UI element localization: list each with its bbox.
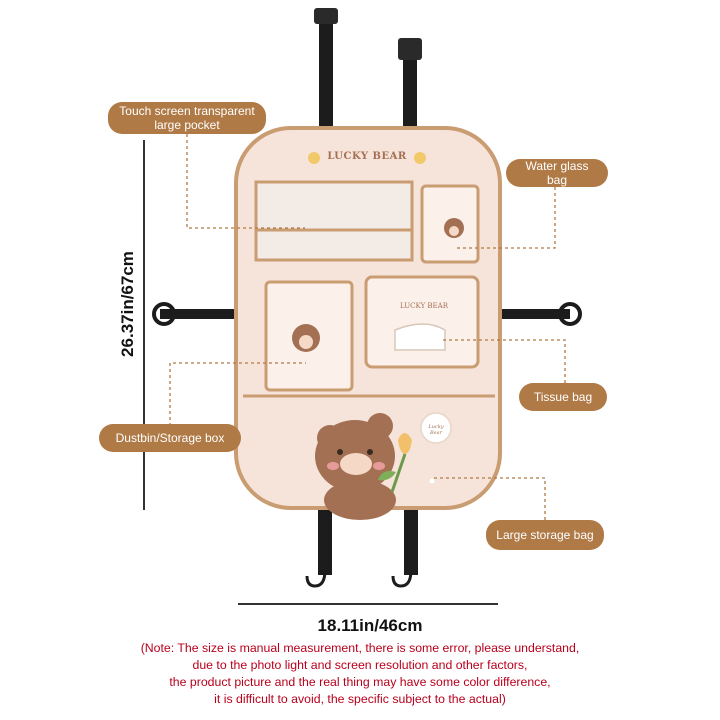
top-left-buckle — [314, 8, 338, 24]
top-right-strap — [403, 40, 417, 130]
tissue-leader — [441, 339, 566, 383]
bottom-right-strap — [404, 495, 418, 575]
tissue-label: Tissue bag — [519, 383, 607, 411]
touch-pocket-label: Touch screen transparent large pocket — [108, 102, 266, 134]
note-line-3: the product picture and the real thing m… — [169, 675, 551, 689]
tissue-pocket — [364, 275, 480, 369]
note-line-2: due to the photo light and screen resolu… — [192, 658, 528, 672]
height-dimension-line — [143, 140, 145, 510]
left-side-strap — [160, 309, 270, 319]
transparent-pocket — [254, 180, 414, 262]
dustbin-label: Dustbin/Storage box — [99, 424, 241, 452]
note-line-4: it is difficult to avoid, the specific s… — [214, 692, 506, 706]
bottom-left-strap — [318, 495, 332, 575]
large-bag-dot — [429, 478, 435, 484]
brand-top-text: LUCKY BEAR — [327, 151, 407, 162]
large-bag-leader — [432, 477, 546, 520]
bottom-left-hook — [305, 569, 327, 588]
water-bag-label: Water glass bag — [506, 159, 608, 187]
touch-pocket-leader — [186, 134, 305, 229]
width-dimension-line — [238, 603, 498, 605]
right-ring — [558, 302, 582, 326]
flower-icon-left — [308, 152, 320, 164]
bear-body — [324, 480, 396, 520]
brand-tissue-text: LUCKY BEAR — [400, 302, 448, 310]
tulip-icon — [398, 433, 412, 454]
top-right-buckle — [398, 38, 422, 60]
note-line-1: (Note: The size is manual measurement, t… — [140, 641, 580, 655]
disclaimer-note: (Note: The size is manual measurement, t… — [0, 640, 720, 708]
large-bag-label: Large storage bag — [486, 520, 604, 550]
left-ring — [152, 302, 176, 326]
right-side-strap — [470, 309, 570, 319]
water-bag-leader — [454, 187, 556, 249]
width-dimension-label: 18.11in/46cm — [317, 616, 423, 635]
bottom-right-hook — [391, 569, 413, 588]
flower-icon-right — [414, 152, 426, 164]
top-left-strap — [319, 12, 333, 132]
dustbin-leader — [169, 362, 306, 426]
brand-script-tag-text: Lucky Bear — [428, 424, 444, 436]
script-tag-badge — [420, 412, 452, 444]
